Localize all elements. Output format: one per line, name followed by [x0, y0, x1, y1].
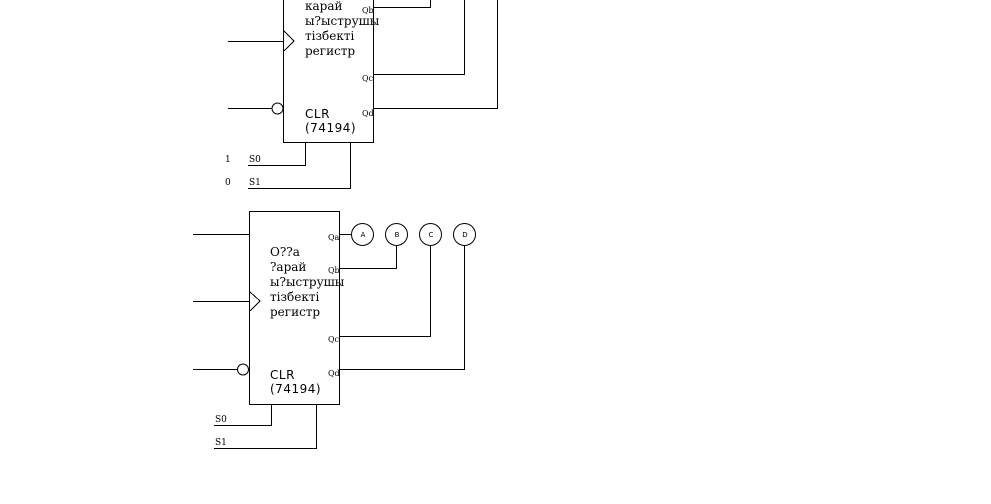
output-node-c — [419, 223, 442, 246]
output-node-a — [351, 223, 374, 246]
top-register-clr-label: CLR — [305, 107, 330, 121]
bottom-register-clr-label: CLR — [270, 368, 295, 382]
bottom-register-label-line-2: ?арай — [270, 260, 306, 274]
bottom-s0-label: S0 — [215, 415, 227, 425]
bottom-register: О??а ?арай ы?ыструшы тізбекті регистр CL… — [193, 211, 465, 449]
bottom-output-qb-label: Qb — [328, 266, 340, 275]
bottom-register-label-line-3: ы?ыструшы — [270, 275, 345, 289]
top-register-label-line-2: ы?ыструшы — [305, 14, 380, 28]
output-node-b — [385, 223, 408, 246]
top-register: карай ы?ыструшы тізбекті регистр CLR (74… — [225, 0, 498, 189]
bottom-s0-wire — [214, 405, 272, 426]
top-register-label-line-1: карай — [305, 0, 343, 13]
top-output-qc-wire — [373, 0, 465, 75]
top-s0-wire — [248, 143, 306, 166]
top-output-qb-wire — [373, 0, 431, 8]
bottom-output-qb-wire — [339, 245, 397, 269]
bottom-register-label-line-5: регистр — [270, 305, 320, 319]
top-s1-label: S1 — [249, 178, 261, 188]
top-register-label-line-4: регистр — [305, 44, 355, 58]
top-clock-triangle-icon — [283, 30, 295, 52]
output-nodes: A B C D — [351, 223, 476, 246]
top-register-part-label: (74194) — [305, 121, 356, 135]
bottom-output-qd-wire — [339, 245, 465, 370]
bottom-output-qc-wire — [339, 245, 431, 337]
output-node-d — [453, 223, 476, 246]
bottom-output-qd-label: Qd — [328, 369, 340, 378]
top-output-qd-label: Qd — [362, 109, 374, 118]
bottom-output-qa-label: Qa — [328, 233, 340, 242]
top-register-body — [283, 0, 374, 143]
bottom-register-label-line-4: тізбекті — [270, 290, 319, 304]
top-output-qd-wire — [373, 0, 498, 109]
output-node-d-label: D — [462, 231, 467, 239]
top-clear-bubble-icon — [271, 102, 284, 115]
output-node-b-label: B — [395, 231, 400, 239]
bottom-output-qc-label: Qc — [328, 335, 340, 344]
bottom-register-label-line-1: О??а — [270, 245, 300, 259]
bottom-register-body — [249, 211, 340, 405]
output-node-a-label: A — [361, 231, 366, 239]
output-node-c-label: C — [429, 231, 434, 239]
top-s1-level: 0 — [225, 178, 231, 188]
bottom-clock-triangle-icon — [249, 291, 261, 312]
bottom-register-part-label: (74194) — [270, 382, 321, 396]
bottom-clear-bubble-icon — [237, 363, 249, 376]
bottom-s1-label: S1 — [215, 438, 227, 448]
top-s1-wire — [248, 143, 351, 189]
top-output-qc-label: Qc — [362, 74, 374, 83]
top-s0-level: 1 — [225, 155, 231, 165]
top-s0-label: S0 — [249, 155, 261, 165]
top-output-qb-label: Qb — [362, 6, 374, 15]
top-register-label-line-3: тізбекті — [305, 29, 354, 43]
bottom-s1-wire — [214, 405, 317, 449]
